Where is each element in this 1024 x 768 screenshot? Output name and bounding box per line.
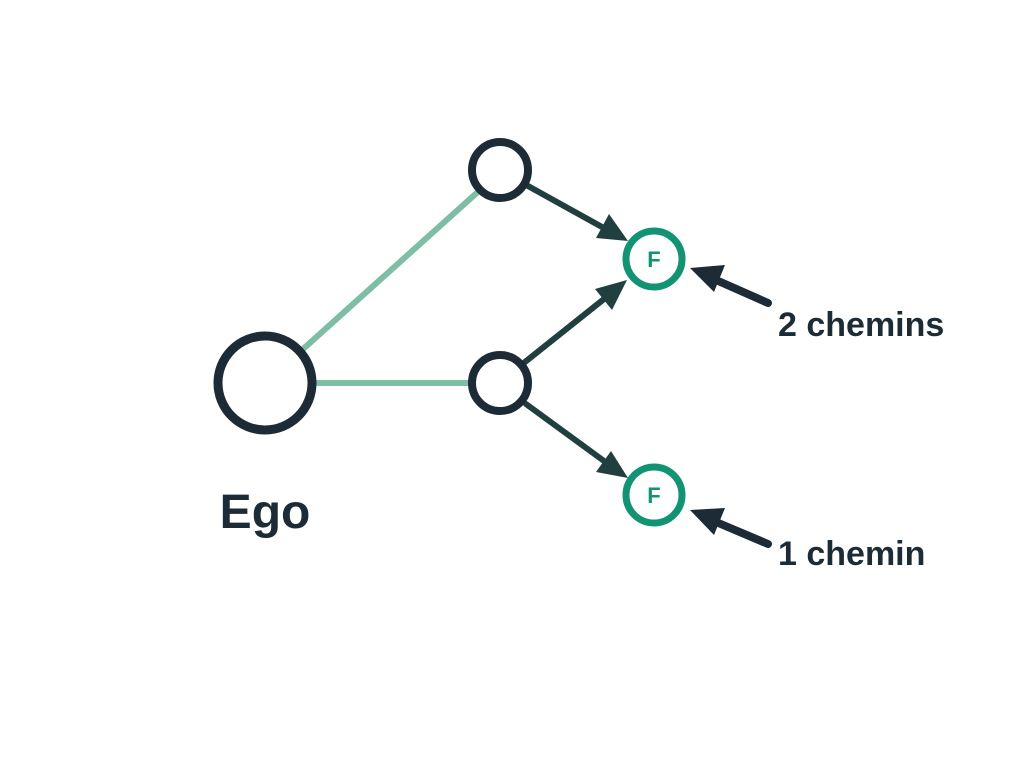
edge-friend-mid-to-fof-bottom (523, 401, 628, 478)
node-friend-top (468, 138, 532, 202)
node-ego (213, 331, 317, 435)
annotation-arrow-top (690, 265, 772, 307)
edge-ego-friend-top (299, 187, 483, 353)
annotation-label-bottom: 1 chemin (778, 535, 925, 573)
annotation-label-top: 2 chemins (778, 306, 944, 344)
annotation-arrow-bottom (690, 508, 772, 548)
node-fof-top (622, 227, 686, 291)
edge-friend-top-to-fof-top (525, 183, 628, 241)
ego-label: Ego (220, 486, 311, 539)
edge-friend-mid-to-fof-top (522, 280, 627, 365)
node-fof-bottom (622, 463, 686, 527)
node-friend-mid (468, 351, 532, 415)
node-fof-top-letter: F (647, 247, 660, 272)
node-fof-bottom-letter: F (647, 483, 660, 508)
